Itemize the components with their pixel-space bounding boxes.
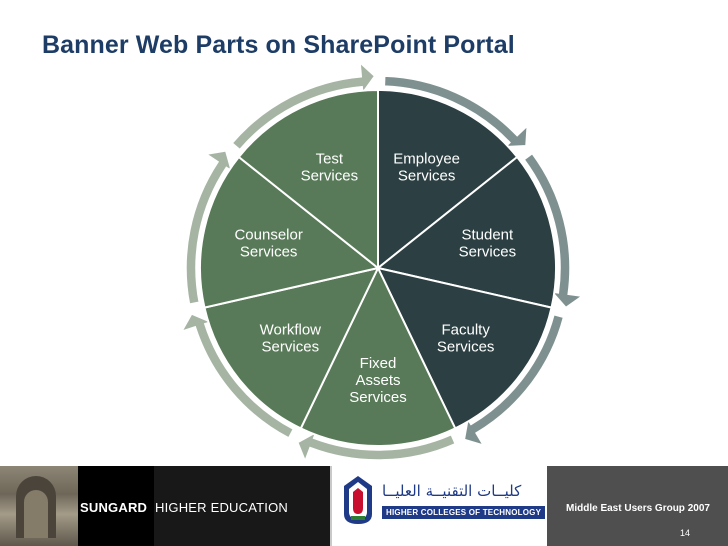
footer-dark-panel (154, 466, 330, 546)
college-name-english: HIGHER COLLEGES OF TECHNOLOGY (382, 506, 546, 519)
cycle-arrow-6 (185, 150, 233, 306)
segment-wedge (377, 88, 519, 271)
segment-label-line: Services (349, 389, 407, 406)
cycle-arrow-2 (523, 152, 585, 309)
cycle-arrow-5 (180, 313, 295, 439)
segment-wedge (199, 155, 381, 309)
sungard-logo-text: SUNGARD (80, 500, 148, 515)
arch-inner-image (24, 490, 48, 538)
segment-label-line: Services (459, 244, 517, 261)
page-number: 14 (680, 528, 691, 538)
slide-title: Banner Web Parts on SharePoint Portal (42, 31, 515, 59)
segment-label-line: Assets (355, 372, 400, 389)
segment-label-line: Services (262, 338, 320, 355)
college-name-arabic: كليــات التقنيــة العليــا (382, 482, 522, 500)
segment-label-line: Workflow (260, 321, 322, 338)
cycle-arrow-1 (383, 75, 529, 148)
segment-wedge (203, 266, 380, 430)
segment-label-line: Test (316, 150, 344, 167)
college-emblem-icon (344, 476, 372, 524)
segment-label-line: Services (301, 167, 359, 184)
segment-wedge (237, 88, 379, 271)
event-label: Middle East Users Group 2007 (566, 503, 710, 514)
segment-label-line: Services (437, 338, 495, 355)
segment-label-line: Student (461, 227, 514, 244)
cycle-arrow-4 (296, 431, 457, 460)
footer-photo (0, 466, 78, 546)
segment-label-line: Services (398, 167, 456, 184)
footer-event-panel (547, 466, 728, 546)
segment-wedge (376, 266, 553, 430)
segment-label-line: Faculty (441, 321, 490, 338)
segment-wedge (375, 155, 557, 309)
segment-label-line: Counselor (234, 227, 302, 244)
footer-black-panel (78, 466, 154, 546)
segment-label-line: Services (240, 244, 298, 261)
segment-wedge (299, 265, 457, 447)
higher-education-text: HIGHER EDUCATION (155, 500, 288, 515)
services-cycle-diagram: EmployeeServicesStudentServicesFacultySe… (180, 60, 585, 460)
cycle-arrow-3 (463, 313, 565, 447)
segment-label-line: Employee (393, 150, 460, 167)
footer-banner: SUNGARD HIGHER EDUCATION كليــات التقنيـ… (0, 466, 728, 546)
cycle-arrow-7 (231, 60, 376, 151)
segment-label-line: Fixed (360, 355, 397, 372)
